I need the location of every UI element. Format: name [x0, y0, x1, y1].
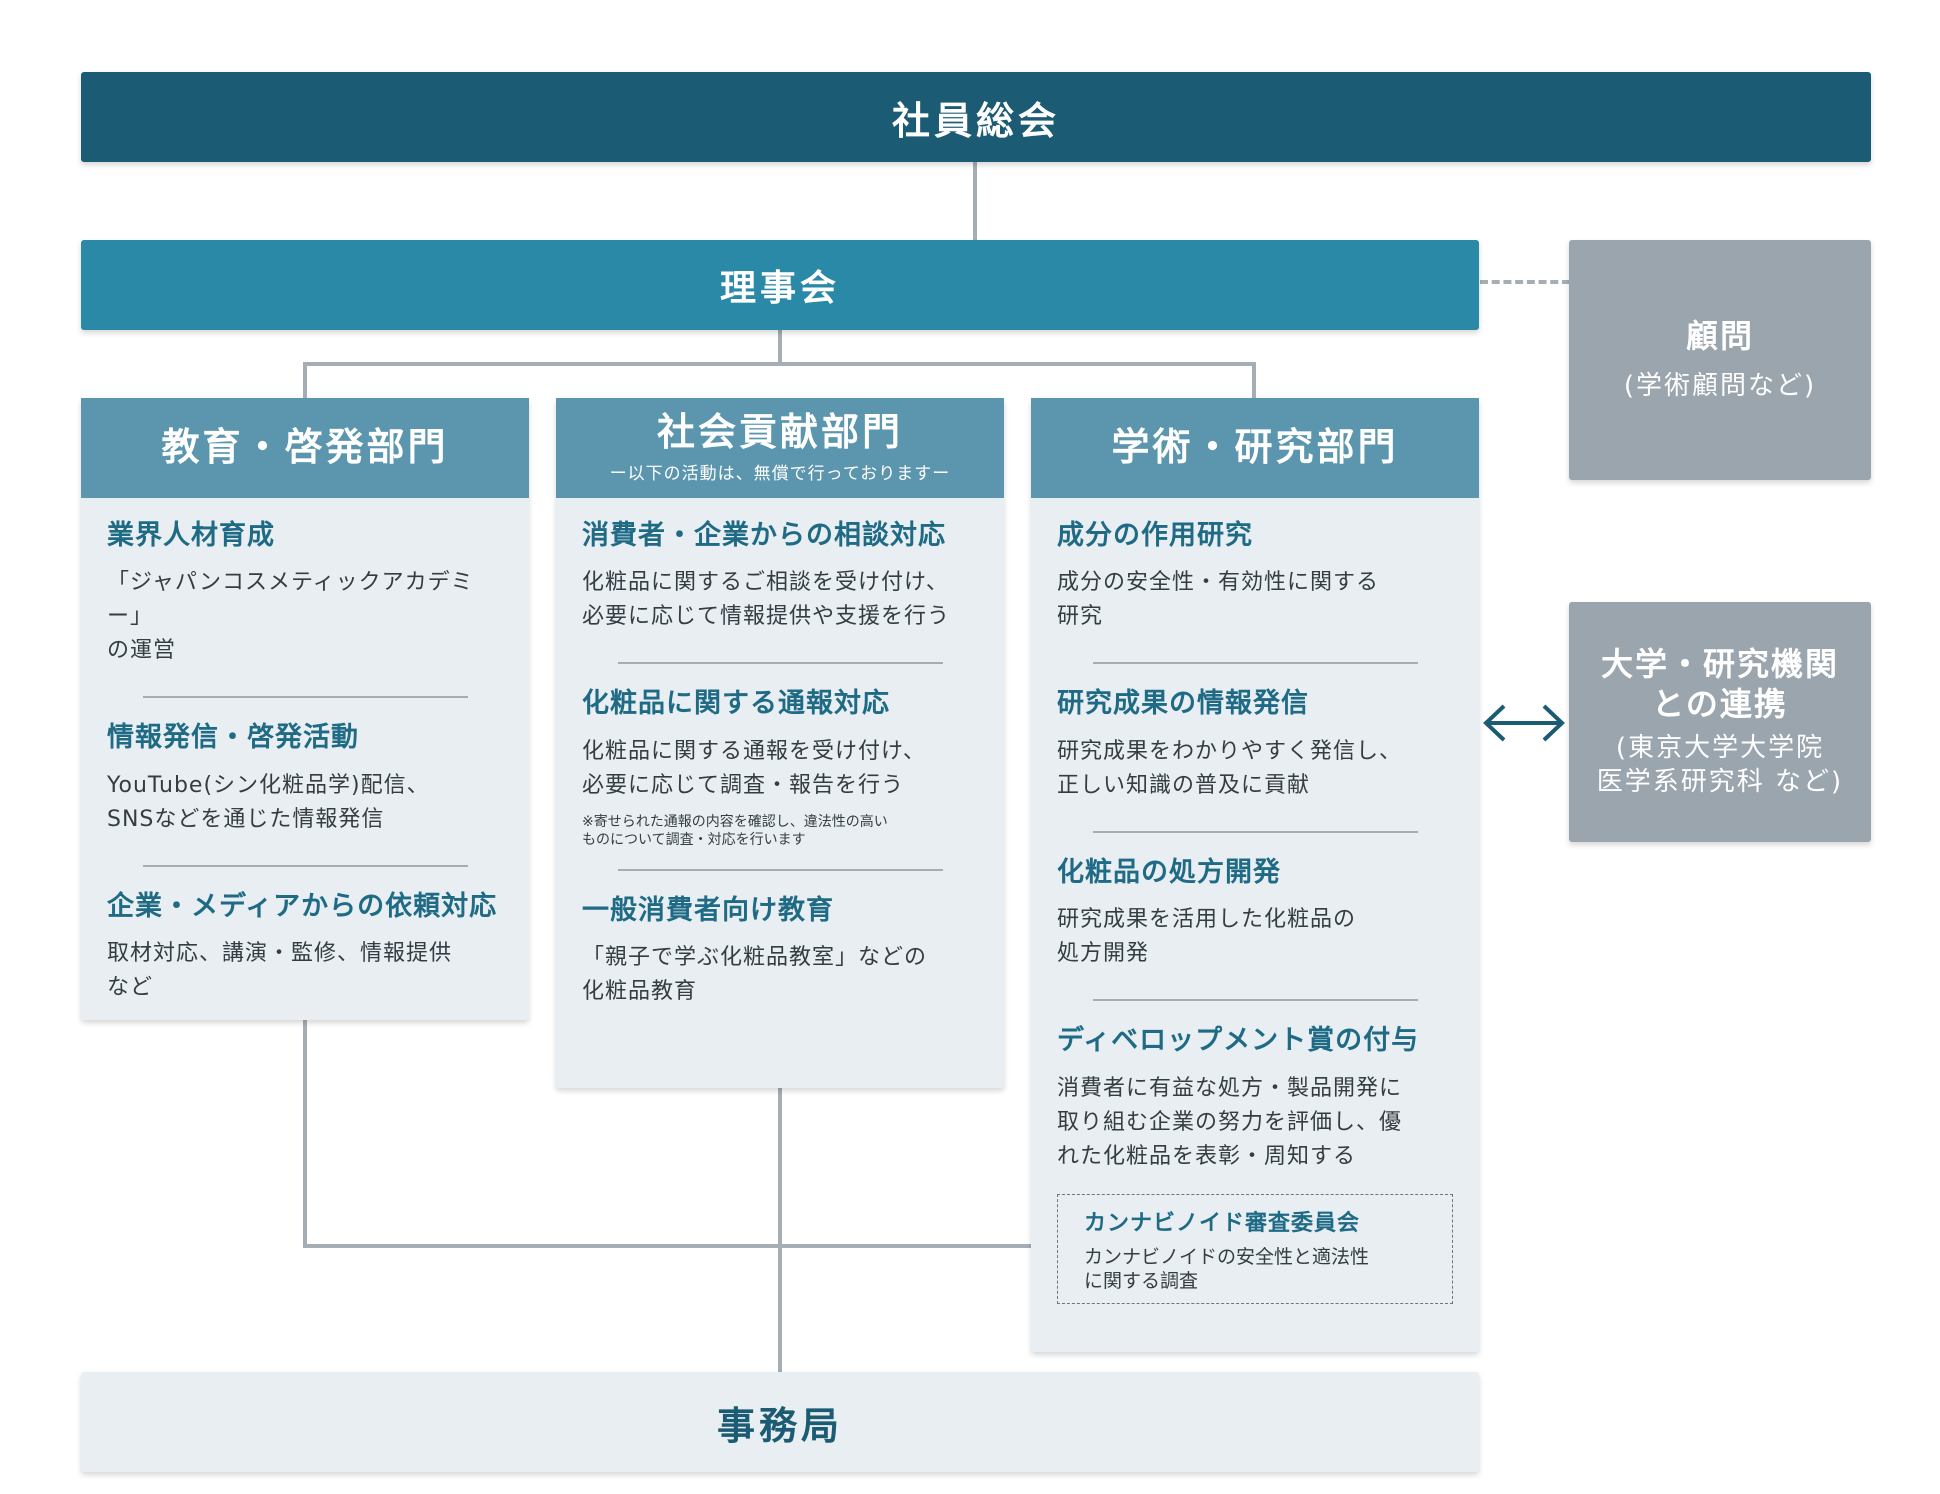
item-text-line: SNSなどを通じた情報発信: [107, 806, 385, 832]
committee-text: カンナビノイドの安全性と適法性 に関する調査: [1084, 1245, 1438, 1293]
committee-title: カンナビノイド審査委員会: [1084, 1210, 1361, 1236]
connector-dept1-top: [303, 362, 307, 398]
dept-education-title: 教育・啓発部門: [161, 425, 449, 470]
committee-text-line: に関する調査: [1084, 1269, 1199, 1292]
item-text-line: 「ジャパンコスメティックアカデミー」: [107, 570, 474, 630]
divider: [142, 696, 468, 699]
connector-dept-horizontal: [303, 362, 1256, 366]
item-text: YouTube(シン化粧品学)配信、 SNSなどを通じた情報発信: [107, 769, 503, 837]
item-title: 業界人材育成: [107, 520, 275, 551]
advisor-sub: (学術顧問など): [1623, 371, 1817, 402]
committee-box: カンナビノイド審査委員会 カンナビノイドの安全性と適法性 に関する調査: [1057, 1193, 1453, 1304]
item-text: 研究成果を活用した化粧品の 処方開発: [1057, 903, 1453, 971]
item-text-line: 研究: [1057, 604, 1104, 630]
connector-dept2-bottom: [778, 1088, 782, 1372]
general-meeting-bar: 社員総会: [81, 72, 1871, 162]
double-arrow-icon: [1483, 704, 1565, 742]
divider: [617, 868, 943, 871]
item-note: ※寄せられた通報の内容を確認し、違法性の高い ものについて調査・対応を行います: [582, 813, 978, 849]
divider: [1092, 662, 1418, 665]
advisor-box: 顧問 (学術顧問など): [1569, 240, 1871, 480]
university-box: 大学・研究機関 との連携 (東京大学大学院 医学系研究科 など): [1569, 602, 1871, 842]
dept-research-title: 学術・研究部門: [1111, 425, 1399, 470]
dept-education-header: 教育・啓発部門: [81, 398, 529, 498]
item-text-line: 必要に応じて情報提供や支援を行う: [582, 604, 951, 630]
item-text-line: 化粧品に関する通報を受け付け、: [582, 738, 926, 764]
connector-dept3-top: [1252, 362, 1256, 398]
item-text-line: 化粧品に関するご相談を受け付け、: [582, 570, 949, 596]
item-text-line: 正しい知識の普及に貢献: [1057, 772, 1311, 798]
university-sub-line1: (東京大学大学院: [1615, 733, 1825, 764]
divider: [1092, 830, 1418, 833]
item-text-line: 「親子で学ぶ化粧品教室」などの: [582, 945, 928, 971]
item-title: ディベロップメント賞の付与: [1057, 1025, 1420, 1057]
office-bar: 事務局: [81, 1372, 1479, 1472]
item-title: 一般消費者向け教育: [582, 894, 834, 926]
board-label: 理事会: [719, 268, 840, 309]
item-text-line: 化粧品教育: [582, 979, 698, 1005]
item-note-line: ものについて調査・対応を行います: [582, 831, 806, 848]
divider: [1092, 999, 1418, 1002]
item-text-line: YouTube(シン化粧品学)配信、: [107, 772, 430, 798]
item-text-line: 研究成果をわかりやすく発信し、: [1057, 738, 1403, 764]
connector-board-down: [778, 330, 782, 364]
committee-text-line: カンナビノイドの安全性と適法性: [1084, 1245, 1370, 1268]
item-title: 消費者・企業からの相談対応: [582, 520, 946, 551]
item-note-line: ※寄せられた通報の内容を確認し、違法性の高い: [582, 813, 888, 830]
general-meeting-label: 社員総会: [891, 98, 1060, 143]
item-text: 研究成果をわかりやすく発信し、 正しい知識の普及に貢献: [1057, 735, 1453, 803]
item-title: 研究成果の情報発信: [1057, 688, 1309, 720]
item-text-line: 取り組む企業の努力を評価し、優: [1057, 1109, 1403, 1135]
office-label: 事務局: [716, 1403, 843, 1448]
connector-dept1-bottom: [303, 1020, 307, 1248]
item-text: 消費者に有益な処方・製品開発に 取り組む企業の努力を評価し、優 れた化粧品を表彰…: [1057, 1072, 1453, 1174]
board-bar: 理事会: [81, 240, 1479, 330]
item-title: 化粧品の処方開発: [1057, 856, 1281, 888]
dept-social-title: 社会貢献部門: [656, 409, 903, 454]
advisor-title: 顧問: [1685, 317, 1754, 356]
connector-general-board: [973, 162, 977, 242]
item-title: 成分の作用研究: [1057, 520, 1253, 551]
connector-board-advisor: [1480, 280, 1570, 284]
dept-research-header: 学術・研究部門: [1031, 398, 1479, 498]
item-text-line: 成分の安全性・有効性に関する: [1057, 570, 1380, 596]
university-title-line1: 大学・研究機関: [1600, 645, 1839, 684]
item-text-line: など: [107, 975, 154, 1001]
item-title: 化粧品に関する通報対応: [582, 688, 890, 720]
item-text-line: の運営: [107, 638, 177, 664]
item-text: 「親子で学ぶ化粧品教室」などの 化粧品教育: [582, 941, 978, 1009]
divider: [617, 662, 943, 665]
item-text-line: 消費者に有益な処方・製品開発に: [1057, 1075, 1403, 1101]
dept-education: 教育・啓発部門 業界人材育成 「ジャパンコスメティックアカデミー」 の運営 情報…: [81, 398, 529, 1020]
item-title: 企業・メディアからの依頼対応: [107, 890, 498, 922]
dept-social-note: ー以下の活動は、無償で行っておりますー: [609, 464, 951, 485]
item-title: 情報発信・啓発活動: [107, 722, 359, 754]
item-text-line: 処方開発: [1057, 941, 1150, 967]
item-text-line: 取材対応、講演・監修、情報提供: [107, 941, 453, 967]
item-text: 取材対応、講演・監修、情報提供 など: [107, 937, 503, 1005]
dept-research: 学術・研究部門 成分の作用研究 成分の安全性・有効性に関する 研究 研究成果の情…: [1031, 398, 1479, 1352]
item-text: 成分の安全性・有効性に関する 研究: [1057, 566, 1453, 634]
dept-social-header: 社会貢献部門 ー以下の活動は、無償で行っておりますー: [556, 398, 1004, 498]
university-sub-line2: 医学系研究科 など): [1596, 767, 1844, 797]
divider: [142, 864, 468, 867]
item-text: 「ジャパンコスメティックアカデミー」 の運営: [107, 566, 503, 668]
item-text-line: 研究成果を活用した化粧品の: [1057, 907, 1357, 933]
item-text: 化粧品に関するご相談を受け付け、 必要に応じて情報提供や支援を行う: [582, 566, 978, 634]
item-text-line: れた化粧品を表彰・周知する: [1057, 1143, 1357, 1169]
item-text-line: 必要に応じて調査・報告を行う: [582, 772, 905, 798]
university-title-line2: との連携: [1652, 685, 1788, 724]
connector-bottom-horizontal: [303, 1244, 1033, 1248]
item-text: 化粧品に関する通報を受け付け、 必要に応じて調査・報告を行う: [582, 735, 978, 803]
dept-social: 社会貢献部門 ー以下の活動は、無償で行っておりますー 消費者・企業からの相談対応…: [556, 398, 1004, 1088]
